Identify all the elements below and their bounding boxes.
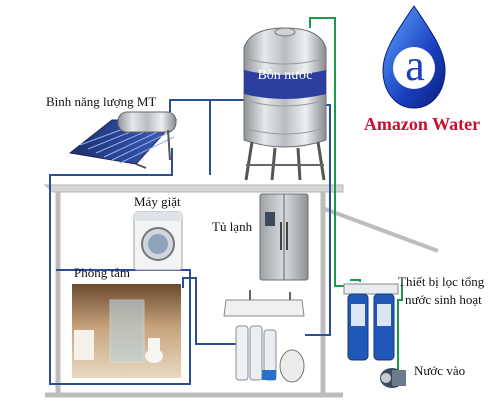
solar-heater-label: Bình năng lượng MT (46, 94, 157, 109)
water-drop-logo-icon (382, 5, 446, 109)
central-filter-label-line1: Thiết bị lọc tổng (398, 274, 485, 289)
fridge-label: Tủ lạnh (212, 219, 253, 234)
fridge-icon (259, 193, 309, 281)
bathroom-photo-icon (72, 284, 181, 378)
water-inlet-label: Nước vào (414, 363, 466, 378)
water-pump-icon (380, 368, 406, 388)
bathroom-label: Phòng tắm (74, 265, 130, 280)
cartridge-filter-icon (343, 283, 399, 361)
brand-logo-letter: a (405, 41, 425, 90)
water-tank-label: Bồn nước (257, 68, 313, 83)
house-outline (43, 184, 439, 398)
stainless-tank-icon (243, 27, 327, 181)
central-filter-label-line2: nước sinh hoạt (405, 292, 482, 307)
washing-machine-label: Máy giặt (134, 194, 181, 209)
solar-panel-icon (68, 111, 178, 169)
brand-name: Amazon Water (363, 114, 481, 134)
ro-purifier-icon (223, 290, 305, 383)
washing-machine-icon (133, 211, 183, 271)
